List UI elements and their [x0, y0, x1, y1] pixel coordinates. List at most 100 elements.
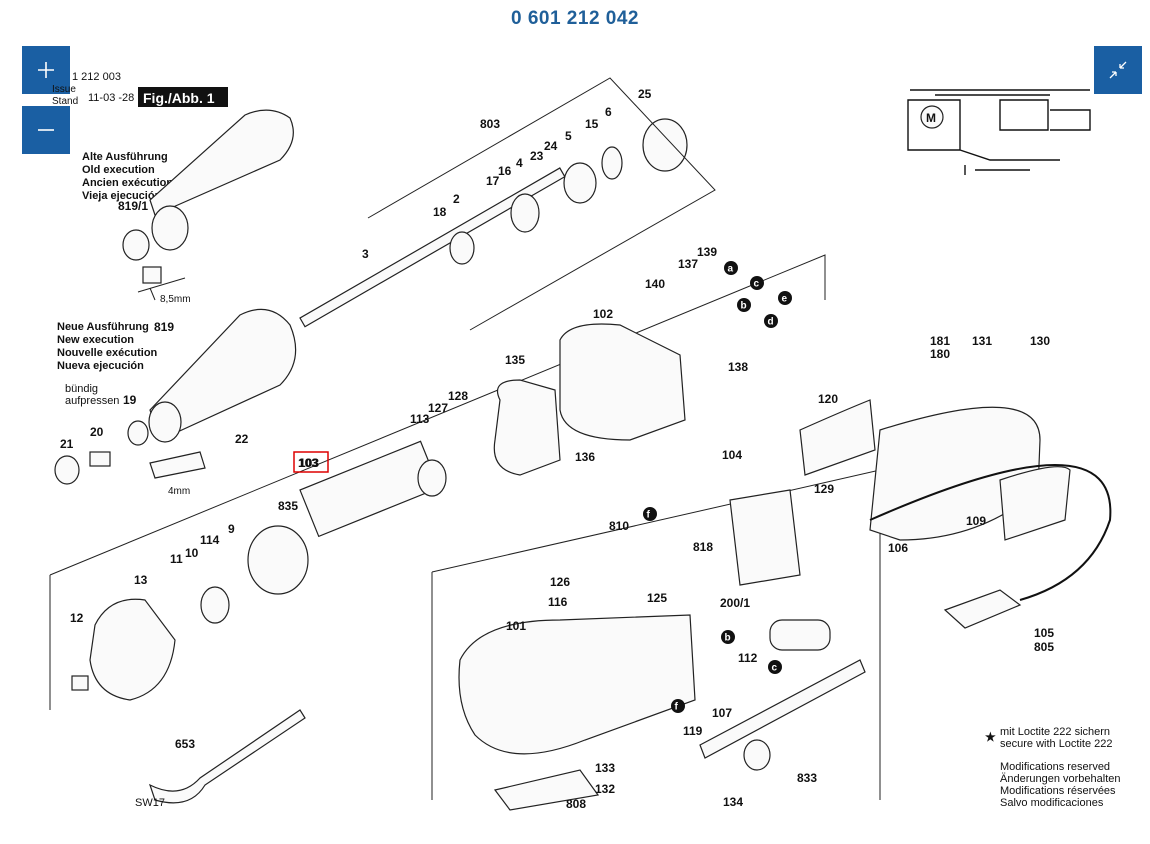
loctite-note-0: mit Loctite 222 sichern [1000, 726, 1110, 738]
wire-letter-d: d [768, 317, 774, 328]
fan-impeller [247, 525, 309, 595]
old-spacer [142, 266, 162, 284]
wire-letter-c: c [772, 663, 778, 674]
press-note-0: bündig [65, 383, 98, 395]
part-label-136: 136 [575, 450, 595, 464]
wire-marker-b [737, 298, 751, 312]
part-label-22: 22 [235, 432, 249, 446]
nut-21 [54, 455, 80, 485]
zoom-in-button[interactable] [22, 46, 70, 94]
old-exec-line-3: Vieja ejecución [82, 190, 162, 202]
part-label-12: 12 [70, 611, 84, 625]
old-nose [151, 205, 189, 251]
part-label-106: 106 [888, 541, 908, 555]
new-exec-line-3: Nueva ejecución [57, 360, 144, 372]
part-label-19: 19 [123, 393, 137, 407]
issue-label: Issue [52, 84, 76, 95]
wire-letter-f: f [647, 510, 651, 521]
schematic-motor [920, 105, 944, 129]
part-label-11: 11 [170, 552, 183, 566]
part-label-5: 5 [565, 129, 572, 143]
end-shield-13 [89, 598, 176, 701]
dim-d1: 8,5mm [160, 294, 191, 305]
wire-letter-c: c [754, 279, 760, 290]
bearing-114 [200, 586, 230, 624]
part-label-200-1: 200/1 [720, 596, 750, 610]
wrench-653 [148, 709, 306, 804]
part-label-803: 803 [480, 117, 500, 131]
part-label-21: 21 [60, 437, 74, 451]
stand-label: Stand [52, 96, 78, 107]
ring-25 [642, 118, 688, 172]
part-label-112: 112 [738, 651, 758, 665]
part-label-128: 128 [448, 389, 468, 403]
wiring-schematic: M [907, 89, 1091, 175]
wire-letter-b: b [741, 301, 747, 312]
part-label-114: 114 [200, 533, 220, 547]
part-label-140: 140 [645, 277, 665, 291]
part-label-120: 120 [818, 392, 838, 406]
part-label-104: 104 [722, 448, 742, 462]
part-label-6: 6 [605, 105, 612, 119]
notes-block: ★ mit Loctite 222 sichern secure with Lo… [985, 726, 1120, 809]
slide-833 [699, 659, 866, 759]
part-label-135: 135 [505, 353, 525, 367]
gear-5 [563, 162, 597, 204]
old-number: 1 212 003 [72, 71, 121, 83]
part-label-101: 101 [506, 619, 526, 633]
part-label-23: 23 [530, 149, 544, 163]
part-label-113: 113 [410, 412, 430, 426]
part-label-109: 109 [966, 514, 986, 528]
header-block: 1 212 003 Issue Stand 11-03 -28 Fig./Abb… [52, 71, 228, 107]
new-exec-line-0: Neue Ausführung [57, 321, 149, 333]
shaft-assembly [299, 77, 716, 331]
part-label-653: 653 [175, 737, 195, 751]
capacitor-112 [769, 619, 831, 651]
part-label-819-1: 819/1 [118, 199, 148, 213]
part-label-805: 805 [1034, 640, 1054, 654]
motor-assembly [71, 323, 686, 701]
wire-marker-f [671, 699, 685, 713]
motor-group-frame [49, 254, 826, 710]
part-label-138: 138 [728, 360, 748, 374]
exit-fullscreen-button[interactable] [1094, 46, 1142, 94]
highlight-label: 103 [299, 456, 319, 470]
bearing-113 [417, 459, 447, 497]
star-icon: ★ [985, 730, 996, 744]
part-label-818: 818 [693, 540, 713, 554]
new-exec-line-1: New execution [57, 334, 134, 346]
press-note-1: aufpressen [65, 395, 119, 407]
part-label-126: 126 [550, 575, 570, 589]
part-label-833: 833 [797, 771, 817, 785]
part-label-116: 116 [548, 595, 568, 609]
old-exec-line-2: Ancien exécution [82, 177, 173, 189]
mods-note-1: Änderungen vorbehalten [1000, 773, 1120, 785]
part-label-18: 18 [433, 205, 447, 219]
part-label-810: 810 [609, 519, 629, 533]
zoom-out-button[interactable] [22, 106, 70, 154]
part-label-16: 16 [498, 164, 512, 178]
cap-12 [71, 675, 89, 691]
part-label-125: 125 [647, 591, 667, 605]
loctite-note-1: secure with Loctite 222 [1000, 738, 1113, 750]
new-execution-block: Neue Ausführung New execution Nouvelle e… [54, 308, 297, 497]
part-label-107: 107 [712, 706, 732, 720]
gear-6 [601, 146, 623, 180]
part-label-102: 102 [593, 307, 613, 321]
part-label-134: 134 [723, 795, 743, 809]
part-label-10: 10 [185, 546, 199, 560]
minus-icon [38, 129, 54, 131]
cover-cable-assembly [799, 399, 1112, 629]
wire-marker-e [778, 291, 792, 305]
page-title: 0 601 212 042 [510, 8, 639, 29]
wire-marker-f [643, 507, 657, 521]
schematic-lines [907, 89, 1091, 175]
part-label-9: 9 [228, 522, 235, 536]
switch-104 [729, 489, 801, 586]
group-frame-803 [367, 77, 716, 331]
part-label-119: 119 [683, 724, 703, 738]
old-exec-line-1: Old execution [82, 164, 155, 176]
stator-102 [559, 323, 686, 441]
part-label-20: 20 [90, 425, 104, 439]
part-label-130: 130 [1030, 334, 1050, 348]
